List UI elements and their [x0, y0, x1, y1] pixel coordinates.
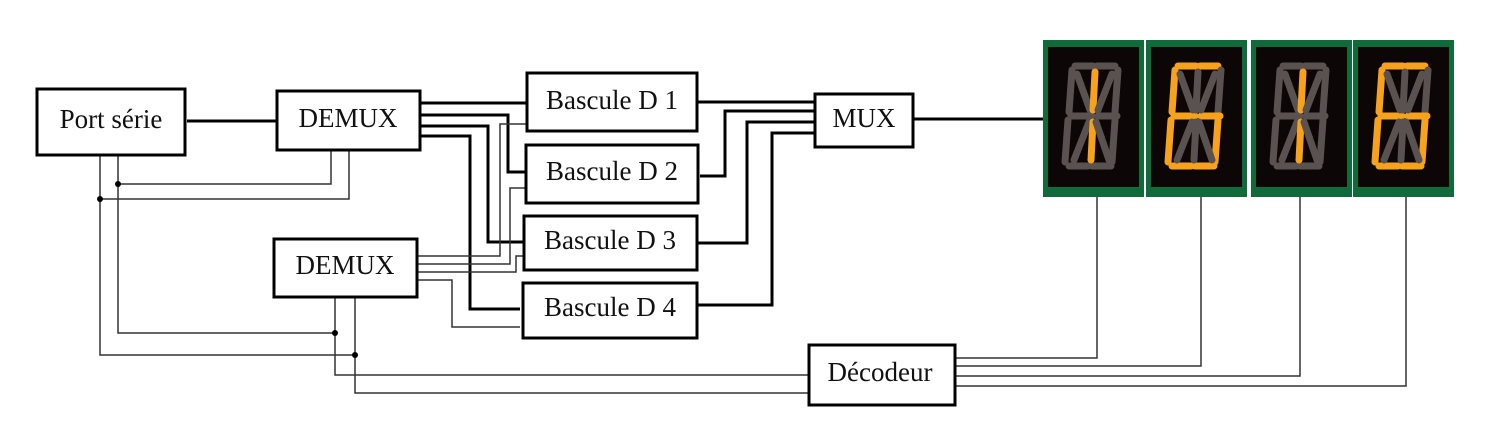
- segment-c: [1316, 116, 1327, 166]
- junction-dot: [97, 196, 103, 202]
- segment-h: [1281, 70, 1302, 114]
- segment-j: [1094, 70, 1116, 114]
- segment-h: [1073, 70, 1094, 114]
- segment-i: [1297, 68, 1307, 114]
- segment-i: [1192, 68, 1202, 114]
- display-3: [1251, 40, 1352, 197]
- segment-c: [1108, 116, 1119, 166]
- segment-e: [1269, 116, 1280, 166]
- junction-dot: [332, 330, 338, 336]
- segment-l: [1087, 118, 1097, 164]
- data-wires: [187, 100, 1043, 311]
- segment-l: [1397, 118, 1407, 164]
- wire-port-clock-b: [117, 155, 809, 376]
- decodeur-label: Décodeur: [828, 357, 933, 387]
- segment-b: [1319, 66, 1330, 116]
- port-serie-label: Port série: [60, 104, 163, 134]
- block-mux: MUX: [813, 92, 915, 149]
- segment-m: [1402, 118, 1423, 164]
- wire-port-demux1-b: [100, 150, 350, 200]
- bascule-4-label: Bascule D 4: [544, 292, 676, 322]
- segment-f: [1375, 66, 1386, 116]
- segment-j: [1404, 70, 1426, 114]
- segment-e: [1164, 116, 1175, 166]
- block-demux-2: DEMUX: [272, 237, 419, 299]
- demux-1-label: DEMUX: [299, 103, 398, 133]
- segment-c: [1211, 116, 1222, 166]
- wire-decodeur-display3: [955, 196, 1301, 377]
- segment-h: [1383, 70, 1404, 114]
- segment-h: [1176, 70, 1197, 114]
- control-wires: [97, 123, 1407, 394]
- segment-b: [1421, 66, 1432, 116]
- segment-b: [1214, 66, 1225, 116]
- display-1: [1043, 40, 1144, 197]
- wire-demux1-bascule4: [420, 134, 520, 311]
- segment-e: [1061, 116, 1072, 166]
- segment-j: [1302, 70, 1324, 114]
- segment-m: [1092, 118, 1113, 164]
- wire-demux1-bascule3: [420, 124, 525, 244]
- segment-e: [1371, 116, 1382, 166]
- segment-k: [1380, 118, 1403, 164]
- wire-demux1-bascule2: [420, 113, 527, 174]
- wire-port-clock-a: [99, 155, 809, 394]
- wire-demux2-bascule3: [417, 255, 525, 273]
- wire-port-demux1-a: [118, 150, 332, 185]
- segment-i: [1399, 68, 1409, 114]
- demux-2-label: DEMUX: [296, 250, 395, 280]
- block-port-serie: Port série: [35, 87, 187, 157]
- wire-bascule2-mux: [700, 109, 815, 178]
- segment-m: [1300, 118, 1321, 164]
- segment-f: [1065, 66, 1076, 116]
- block-bascule-2: Bascule D 2: [524, 143, 700, 205]
- segment-k: [1278, 118, 1301, 164]
- wire-bascule4-mux: [697, 131, 815, 307]
- segment-l: [1190, 118, 1200, 164]
- segment-f: [1168, 66, 1179, 116]
- segment-c: [1418, 116, 1429, 166]
- mux-label: MUX: [832, 103, 896, 133]
- wire-bascule3-mux: [697, 120, 815, 245]
- segment-f: [1273, 66, 1284, 116]
- wire-demux2-bascule1: [417, 123, 527, 257]
- segment-k: [1173, 118, 1196, 164]
- segment-j: [1197, 70, 1219, 114]
- bascule-2-label: Bascule D 2: [546, 156, 678, 186]
- block-decodeur: Décodeur: [807, 343, 957, 407]
- segment-l: [1295, 118, 1305, 164]
- wire-demux2-bascule2: [417, 187, 527, 265]
- display-4: [1353, 40, 1454, 197]
- bascule-3-label: Bascule D 3: [544, 225, 676, 255]
- segment-b: [1111, 66, 1122, 116]
- wire-decodeur-display1: [955, 196, 1098, 359]
- wire-decodeur-display2: [955, 196, 1202, 367]
- block-bascule-4: Bascule D 4: [521, 281, 699, 340]
- wire-demux2-bascule4: [417, 279, 520, 328]
- block-bascule-3: Bascule D 3: [522, 214, 699, 272]
- display-modules: [1043, 40, 1454, 197]
- junction-dot: [352, 352, 358, 358]
- segment-i: [1089, 68, 1099, 114]
- segment-m: [1195, 118, 1216, 164]
- wire-decodeur-display4: [955, 196, 1407, 387]
- segment-k: [1070, 118, 1093, 164]
- junction-dot: [115, 181, 121, 187]
- block-bascule-1: Bascule D 1: [525, 71, 699, 133]
- bascule-1-label: Bascule D 1: [546, 85, 678, 115]
- block-demux-1: DEMUX: [275, 89, 422, 152]
- display-2: [1146, 40, 1247, 197]
